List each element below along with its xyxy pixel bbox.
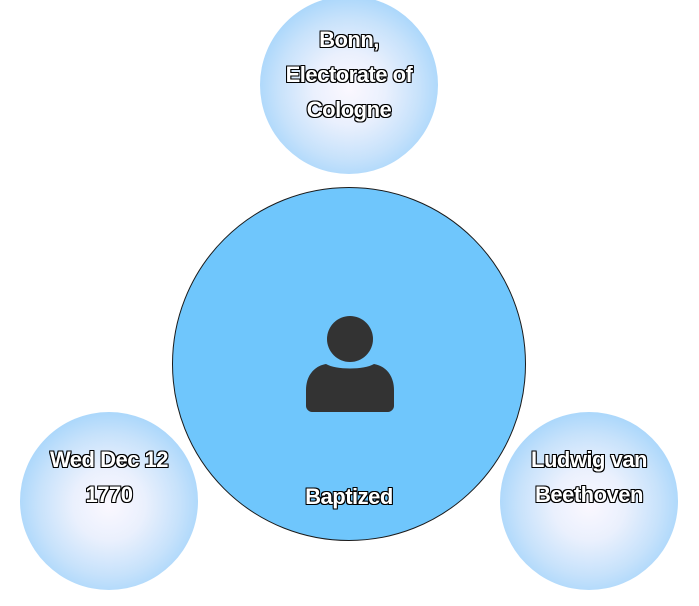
event-type-label: Baptized	[305, 484, 393, 509]
event-circle[interactable]: Baptized	[172, 187, 526, 541]
person-icon	[306, 316, 394, 412]
person-label: Ludwig van Beethoven	[504, 442, 674, 512]
place-line-2: Electorate of	[285, 62, 413, 87]
person-line-2: Beethoven	[535, 482, 643, 507]
place-line-1: Bonn,	[319, 27, 379, 52]
date-line-1: Wed Dec 12	[49, 447, 169, 472]
place-line-3: Cologne	[306, 97, 392, 122]
place-bubble[interactable]: Bonn, Electorate of Cologne	[260, 0, 438, 174]
date-bubble[interactable]: Wed Dec 12 1770	[20, 412, 198, 590]
date-line-2: 1770	[85, 482, 133, 507]
person-bubble[interactable]: Ludwig van Beethoven	[500, 412, 678, 590]
place-label: Bonn, Electorate of Cologne	[264, 22, 434, 127]
person-line-1: Ludwig van	[531, 447, 648, 472]
date-label: Wed Dec 12 1770	[24, 442, 194, 512]
